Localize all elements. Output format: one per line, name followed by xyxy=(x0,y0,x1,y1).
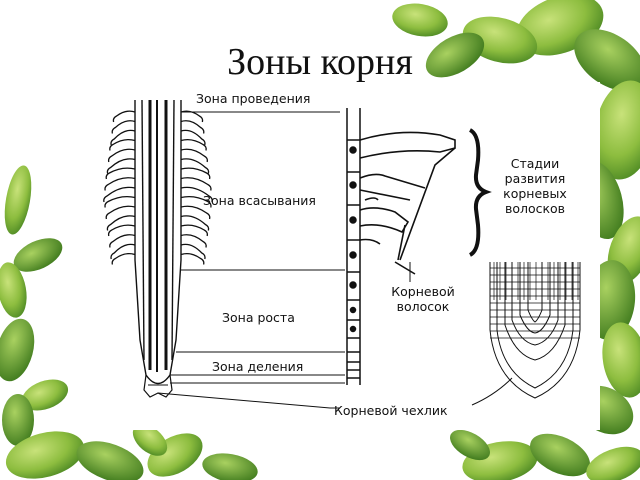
root-hair-left xyxy=(107,148,136,163)
root-hair-right xyxy=(180,186,213,203)
stages-line-1: Стадии xyxy=(510,156,560,171)
root-hair-left xyxy=(105,167,136,180)
root-hair-right xyxy=(180,148,209,163)
root-hair-left xyxy=(106,215,136,231)
zone-conduction-label: Зона проведения xyxy=(196,91,311,106)
root-hair-line-1: Корневой xyxy=(391,284,455,299)
root-hair-left xyxy=(109,234,136,248)
root-hairs-left xyxy=(103,110,136,265)
root-hair-right xyxy=(180,252,205,265)
zone-absorption-label: Зона всасывания xyxy=(203,193,316,208)
root-cap-label: Корневой чехлик xyxy=(334,403,448,418)
stages-line-2: развития xyxy=(504,171,566,186)
root-longitudinal-section xyxy=(134,99,182,398)
root-hair-left xyxy=(104,195,136,208)
zone-division-label: Зона деления xyxy=(212,359,304,374)
root-hairs-right xyxy=(180,110,213,265)
root-hair-left xyxy=(110,129,136,146)
root-hair-right xyxy=(180,110,204,123)
root-hair-right xyxy=(180,177,212,191)
root-hair-line-2: волосок xyxy=(396,299,450,314)
root-hair-right xyxy=(180,195,212,208)
stages-line-3: корневых xyxy=(503,186,567,201)
root-hair-left xyxy=(106,158,136,174)
root-hair-left xyxy=(111,252,136,265)
root-hair-left xyxy=(112,110,136,123)
root-hair-right xyxy=(180,243,206,260)
zone-lines xyxy=(170,111,345,384)
root-hair-left xyxy=(103,186,136,203)
page-title: Зоны корня xyxy=(227,41,413,83)
root-hair-right xyxy=(180,120,205,134)
root-hair-right xyxy=(180,158,210,174)
root-tip-pointer xyxy=(471,377,513,406)
stages-line-4: волосков xyxy=(504,201,566,216)
root-cap-pointer xyxy=(157,392,340,409)
root-hair-right xyxy=(180,167,211,180)
brace-icon xyxy=(468,128,492,257)
root-hair-right xyxy=(180,224,209,237)
root-hair-left xyxy=(111,120,136,134)
root-tip-section xyxy=(489,262,581,399)
root-hair-stages-drawing xyxy=(359,131,456,275)
leaf-cluster-left-icon xyxy=(0,165,69,446)
root-hair-right xyxy=(180,215,210,231)
root-hair-left xyxy=(105,205,136,220)
leaf-cluster-bottom-icon xyxy=(5,424,640,480)
root-hair-left xyxy=(109,138,136,151)
root-hair-right xyxy=(180,205,211,220)
root-hair-label: Корневой волосок xyxy=(378,284,468,314)
root-hair-left xyxy=(110,243,136,260)
root-hair-stages-label: Стадии развития корневых волосков xyxy=(490,156,580,216)
epidermis-cell-column xyxy=(346,108,361,385)
zone-growth-label: Зона роста xyxy=(222,310,295,325)
root-hair-left xyxy=(107,224,136,237)
root-hair-right xyxy=(180,138,207,151)
root-hair-left xyxy=(104,177,136,191)
root-hair-right xyxy=(180,129,206,146)
root-hair-right xyxy=(180,234,207,248)
